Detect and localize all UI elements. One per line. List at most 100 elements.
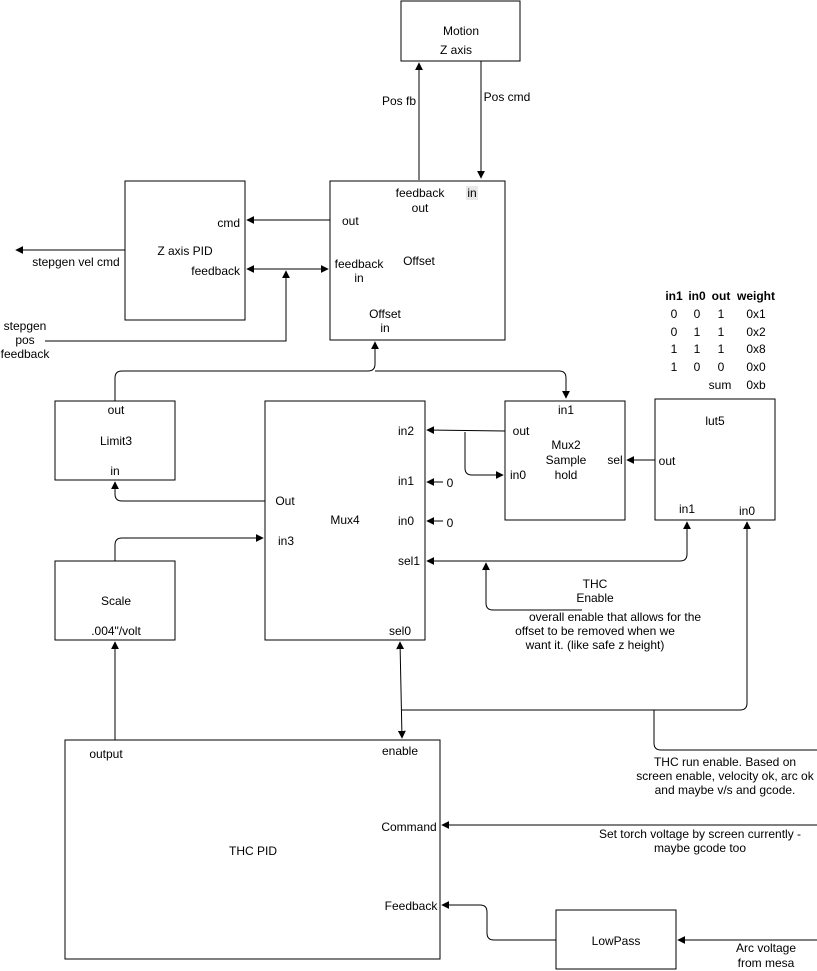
scale-block: Scale .004"/volt [54, 560, 176, 641]
offset-feedback-out-label-2: out [412, 201, 429, 215]
stepgen-pos-feedback-label-3: feedback [1, 347, 51, 361]
offset-block: feedback out in out feedback in Offset O… [329, 180, 506, 341]
offset-title: Offset [403, 254, 435, 268]
truth-table-cell: 0 [671, 325, 678, 339]
mux4-in0-pin: in0 [398, 514, 414, 528]
thc-enable-connector [482, 562, 582, 611]
limit3-block: out Limit3 in [54, 400, 176, 481]
truth-table-cell: 0x1 [746, 307, 766, 321]
truth-table-header-in1: in1 [665, 289, 683, 303]
scale-title: Scale [101, 594, 131, 608]
thc-pid-feedback-pin: Feedback [385, 899, 439, 913]
truth-table-cell: 1 [718, 307, 725, 321]
lowpass-to-feedback-connector [441, 901, 556, 941]
mux4-title: Mux4 [330, 513, 360, 527]
truth-table-cell: 1 [694, 325, 701, 339]
thc-run-enable-line-2: screen enable, velocity ok, arc ok [636, 769, 814, 783]
lowpass-block: LowPass [555, 909, 677, 970]
limit3-in-pin: in [110, 464, 119, 478]
truth-table-cell: 1 [671, 360, 678, 374]
stepgen-pos-feedback-connector [45, 270, 290, 342]
truth-table-cell: 1 [671, 342, 678, 356]
offset-in-highlight [466, 186, 478, 200]
limit3-to-offset-connector [114, 341, 379, 401]
limit3-title: Limit3 [100, 434, 132, 448]
mux2-sel-pin: sel [607, 453, 622, 467]
thc-pid-command-pin: Command [381, 820, 436, 834]
truth-table-cell: 1 [718, 342, 725, 356]
limit3-to-mux2-in1-connector [375, 370, 570, 399]
thc-run-enable-line-3: and maybe v/s and gcode. [655, 783, 796, 797]
scale-to-mux4-in3-connector [114, 534, 264, 561]
offset-feedback-out-label-1: feedback [396, 186, 446, 200]
mux2-out-pin: out [513, 424, 530, 438]
thc-enable-label-2: Enable [576, 591, 614, 605]
mux4-sel0-pin: sel0 [389, 624, 411, 638]
offset-in-pin: in [467, 186, 476, 200]
truth-table-cell: 1 [718, 325, 725, 339]
mux4-in2-pin: in2 [398, 424, 414, 438]
torch-voltage-line-2: maybe gcode too [654, 841, 746, 855]
z-axis-pid-title: Z axis PID [157, 244, 213, 258]
lut5-in0-pin: in0 [739, 504, 755, 518]
offset-offset-in-label-1: Offset [369, 307, 401, 321]
offset-feedback-in-label-1: feedback [335, 257, 385, 271]
truth-table-cell: 0 [694, 307, 701, 321]
truth-table-sum-value: 0xb [746, 378, 766, 392]
motion-subtitle: Z axis [440, 43, 472, 57]
arc-voltage-line-1: Arc voltage [736, 941, 796, 955]
mux2-title-2: Sample [546, 453, 587, 467]
lut5-in1-pin: in1 [679, 502, 695, 516]
truth-table-header-in0: in0 [688, 289, 706, 303]
truth-table-cell: 0 [671, 307, 678, 321]
mux2-title-1: Mux2 [551, 438, 581, 452]
thc-pid-block: THC PID output enable Command Feedback [64, 739, 441, 960]
mux2-title-3: hold [555, 468, 578, 482]
arc-voltage-line-2: from mesa [738, 956, 795, 970]
truth-table-cell: 0x0 [746, 360, 766, 374]
truth-table-cell: 0 [694, 360, 701, 374]
mux4-block: Mux4 in2 in1 in0 sel1 sel0 Out in3 0 0 [264, 400, 454, 641]
thc-pid-output-pin: output [89, 747, 123, 761]
connectors [15, 61, 817, 944]
mux4-in1-pin: in1 [398, 474, 414, 488]
offset-feedback-in-label-2: in [354, 271, 363, 285]
limit3-out-pin: out [108, 403, 125, 417]
mux2-in1-pin: in1 [558, 403, 574, 417]
truth-table-cell: 0x8 [746, 342, 766, 356]
enable-note-line-1: overall enable that allows for the [529, 610, 701, 624]
lut5-block: lut5 out in1 in0 [654, 398, 776, 521]
enable-note-line-3: want it. (like safe z height) [525, 638, 665, 652]
motion-title: Motion [443, 24, 479, 38]
stepgen-pos-feedback-label-2: pos [15, 333, 34, 347]
offset-offset-in-label-2: in [380, 321, 389, 335]
mux2-in0-pin: in0 [510, 468, 526, 482]
pos-cmd-label: Pos cmd [484, 90, 531, 104]
truth-table-header-weight: weight [736, 289, 775, 303]
mux4-out-pin: Out [275, 494, 295, 508]
z-axis-pid-feedback-pin: feedback [191, 264, 241, 278]
motion-block: Motion Z axis [400, 0, 521, 62]
thc-pid-enable-pin: enable [382, 744, 418, 758]
pos-fb-label: Pos fb [382, 94, 416, 108]
mux2-block: in1 out in0 sel Mux2 Sample hold [504, 400, 626, 521]
lowpass-title: LowPass [592, 934, 641, 948]
stepgen-vel-cmd-label: stepgen vel cmd [32, 255, 119, 269]
stepgen-pos-feedback-label-1: stepgen [4, 319, 47, 333]
run-enable-to-lut5-in0-connector [401, 521, 751, 711]
thc-enable-bus-connector [426, 521, 691, 565]
enable-note-line-2: offset to be removed when we [515, 624, 675, 638]
torch-voltage-line-1: Set torch voltage by screen currently - [599, 827, 801, 841]
truth-table-sum-label: sum [709, 378, 732, 392]
truth-table-cell: 0x2 [746, 325, 766, 339]
mux2-out-to-mux4-in2-connector [426, 426, 506, 435]
mux4-in1-constant: 0 [447, 476, 454, 490]
lut5-truth-table: in1 in0 out weight 0 0 1 0x1 0 1 1 0x2 1… [665, 289, 775, 392]
thc-pid-title: THC PID [229, 844, 277, 858]
thc-enable-label-1: THC [583, 577, 608, 591]
truth-table-header-out: out [712, 289, 731, 303]
truth-table-cell: 0 [718, 360, 725, 374]
sel0-enable-connector [396, 641, 406, 739]
mux4-in0-constant: 0 [447, 516, 454, 530]
